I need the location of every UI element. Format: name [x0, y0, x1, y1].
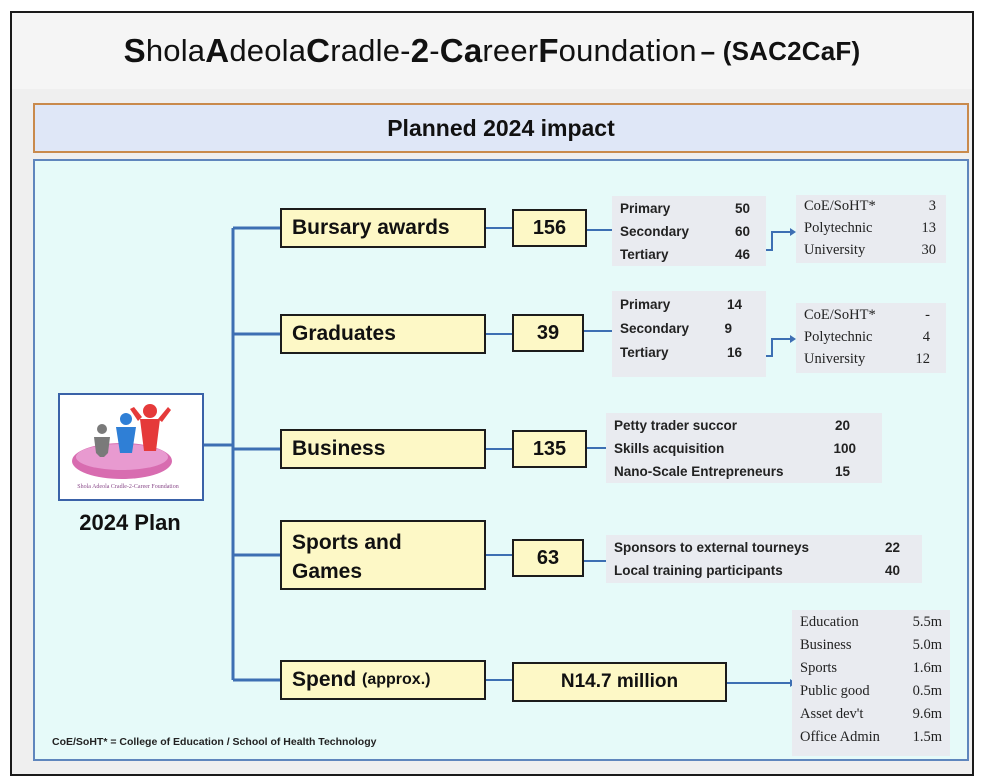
title-initial: F	[538, 32, 559, 69]
level-value: 9	[724, 321, 732, 336]
title-part: hola	[145, 33, 206, 68]
title-part: reer	[482, 33, 539, 68]
value-sports-and-games: 63	[512, 539, 584, 577]
branch-spend: Spend (approx.)	[280, 660, 486, 700]
branch-value: 156	[532, 216, 567, 239]
item-label: Office Admin	[800, 729, 880, 745]
tertiary-value: 30	[921, 242, 937, 258]
branch-label: Sports and	[292, 531, 402, 554]
tertiary-value: 13	[921, 220, 937, 236]
branch-value: N14.7 million	[560, 671, 679, 692]
footnote: CoE/SoHT* = College of Education / Schoo…	[52, 736, 377, 748]
value-spend: N14.7 million	[512, 662, 727, 702]
spend-breakdown-table: Education 5.5m Business 5.0m Sports 1.6m Pu…	[792, 610, 950, 756]
logo-caption: Shola Adeola Cradle-2-Career Foundation	[77, 484, 178, 490]
level-label: Tertiary	[620, 247, 669, 262]
sports-items-table: Sponsors to external tourneys 22 Local tr…	[606, 535, 922, 583]
item-label: Skills acquisition	[614, 441, 725, 456]
graduates-tertiary-table: CoE/SoHT* - Polytechnic 4 University 12	[796, 303, 946, 373]
foundation-logo: Shola Adeola Cradle-2-Career Foundation	[58, 393, 204, 501]
title-part: radle-	[330, 33, 411, 68]
branch-bursary-awards: Bursary awards	[280, 208, 486, 248]
branch-label: Spend	[292, 668, 357, 691]
tertiary-value: 4	[922, 329, 930, 345]
title-initial: 2	[410, 32, 430, 69]
value-graduates: 39	[512, 314, 584, 352]
item-label: Asset dev't	[800, 706, 864, 722]
item-value: 5.5m	[912, 614, 942, 630]
item-value: 40	[884, 563, 900, 578]
item-value: 100	[833, 441, 856, 456]
item-value: 1.5m	[912, 729, 942, 745]
tertiary-value: 12	[915, 351, 931, 367]
title-part: -	[429, 33, 440, 68]
title-initial: Ca	[439, 32, 483, 69]
level-label: Secondary	[620, 224, 690, 239]
item-value: 0.5m	[912, 683, 942, 699]
item-label: Nano-Scale Entrepreneurs	[614, 464, 784, 479]
bursary-tertiary-table: CoE/SoHT* 3 Polytechnic 13 University 30	[796, 195, 946, 263]
business-items-table: Petty trader succor 20 Skills acquisition…	[606, 413, 882, 483]
branch-value: 135	[532, 437, 567, 460]
tertiary-value: -	[925, 307, 930, 323]
item-label: Petty trader succor	[614, 418, 738, 433]
title-initial: C	[306, 32, 331, 69]
logo-image: Shola Adeola Cradle-2-Career Foundation	[72, 404, 179, 490]
level-value: 14	[726, 297, 742, 312]
item-value: 9.6m	[912, 706, 942, 722]
item-value: 5.0m	[912, 637, 942, 653]
level-label: Primary	[620, 297, 671, 312]
level-label: Secondary	[620, 321, 690, 336]
title-initial: S	[123, 32, 146, 69]
tertiary-value: 3	[928, 198, 936, 214]
branch-label: Games	[292, 560, 363, 583]
level-label: Tertiary	[620, 345, 669, 360]
tertiary-label: CoE/SoHT*	[804, 198, 876, 214]
item-label: Sponsors to external tourneys	[614, 540, 810, 555]
value-bursary-awards: 156	[512, 209, 587, 247]
branch-business: Business	[280, 429, 486, 469]
item-value: 1.6m	[912, 660, 942, 676]
title-part: deola	[229, 33, 307, 68]
item-label: Public good	[800, 683, 870, 699]
center-label: 2024 Plan	[79, 510, 181, 535]
tertiary-label: Polytechnic	[804, 220, 873, 236]
level-value: 60	[734, 224, 750, 239]
section-subtitle: Planned 2024 impact	[33, 103, 969, 153]
branch-value: 39	[536, 321, 560, 344]
item-label: Education	[800, 614, 859, 630]
level-value: 46	[734, 247, 750, 262]
graduates-levels-table: Primary 14 Secondary 9 Tertiary 16	[612, 291, 766, 377]
item-label: Local training participants	[614, 563, 783, 578]
branch-graduates: Graduates	[280, 314, 486, 354]
branch-label: Graduates	[292, 322, 396, 345]
value-business: 135	[512, 430, 587, 468]
item-value: 22	[884, 540, 900, 555]
tertiary-label: University	[804, 351, 866, 367]
level-value: 16	[726, 345, 742, 360]
item-value: 15	[834, 464, 850, 479]
tertiary-label: University	[804, 242, 866, 258]
level-label: Primary	[620, 201, 671, 216]
tertiary-label: CoE/SoHT*	[804, 307, 876, 323]
branch-label: Bursary awards	[292, 216, 450, 239]
item-label: Sports	[800, 660, 838, 676]
item-label: Business	[800, 637, 852, 653]
tertiary-label: Polytechnic	[804, 329, 873, 345]
branch-label-suffix: (approx.)	[362, 671, 431, 688]
branch-value: 63	[536, 546, 560, 569]
title-suffix: – (SAC2CaF)	[700, 35, 861, 66]
branch-label: Business	[292, 437, 386, 460]
item-value: 20	[834, 418, 850, 433]
bursary-levels-table: Primary 50 Secondary 60 Tertiary 46	[612, 196, 766, 266]
level-value: 50	[734, 201, 750, 216]
title-initial: A	[205, 32, 230, 69]
branch-sports-and-games: Sports and Games	[280, 520, 486, 590]
title-part: oundation	[558, 33, 697, 68]
